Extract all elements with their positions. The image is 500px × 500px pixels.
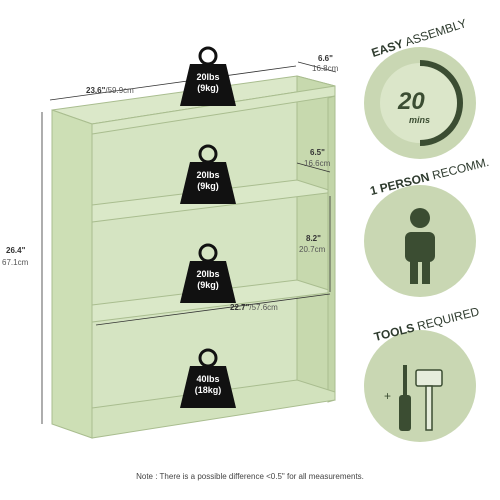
dimension-lines: [41, 61, 337, 424]
assembly-number: 20: [398, 88, 425, 116]
hammer-icon: [415, 369, 443, 431]
depth-cm: 16.8cm: [312, 64, 339, 73]
weight-icons: [180, 46, 236, 408]
shelf-depth-in: 6.5": [310, 148, 325, 157]
person-icon: [405, 208, 435, 284]
measurement-note: Note : There is a possible difference <0…: [136, 472, 364, 481]
height-metric-label: 67.1cm: [2, 258, 28, 267]
shelf-height-metric-label: 20.7cm: [299, 245, 325, 254]
height-label: 26.4": [6, 246, 25, 255]
width-cm: 59.9cm: [107, 86, 134, 95]
badges: +: [364, 47, 476, 442]
shelf-depth-line: [296, 162, 331, 173]
weight-icon: [180, 144, 236, 204]
width-in: 23.6": [86, 86, 106, 95]
inner-width-in: 22.7": [230, 303, 250, 312]
shelf-depth-metric-label: 16.6cm: [304, 159, 330, 168]
weight-kg: (9kg): [197, 83, 219, 93]
depth-in: 6.6": [318, 54, 333, 63]
height-cm: 67.1cm: [2, 258, 29, 267]
assembly-number-value: 20: [398, 88, 425, 115]
screwdriver-icon: [399, 365, 411, 431]
weight-icon: [180, 348, 236, 408]
width-label: 23.6"/59.9cm: [86, 86, 134, 95]
weight-icon: [180, 243, 236, 303]
depth-label: 6.6": [318, 54, 333, 63]
shelf-right-front: [327, 95, 336, 403]
clock-icon: [380, 63, 460, 143]
shelf-depth-label: 6.5": [310, 148, 325, 157]
weight-kg: (9kg): [197, 181, 219, 191]
weight-lbs: 40lbs: [196, 374, 220, 384]
weight-lbs: 20lbs: [196, 269, 220, 279]
shelf-left-side: [51, 109, 93, 439]
clock-progress: [419, 60, 464, 146]
shelf-bottom: [91, 379, 336, 439]
shelf-height-in: 8.2": [306, 234, 321, 243]
weight-kg: (18kg): [194, 385, 222, 395]
depth-metric-label: 16.8cm: [312, 64, 338, 73]
depth-line: [297, 61, 337, 73]
inner-width-label: 22.7"/57.6cm: [230, 303, 278, 312]
shelf-depth-cm: 16.6cm: [304, 159, 331, 168]
weight-kg: (9kg): [197, 280, 219, 290]
inner-width-cm: 57.6cm: [251, 303, 278, 312]
height-in: 26.4": [6, 246, 26, 255]
weight-lbs: 20lbs: [196, 170, 220, 180]
inner-width-line: [95, 293, 331, 326]
shelf-height-label: 8.2": [306, 234, 321, 243]
assembly-unit: mins: [409, 115, 430, 125]
weight-label: 40lbs (18kg): [185, 374, 231, 396]
weight-icon: [180, 46, 236, 106]
width-line: [49, 65, 297, 101]
shelf-height-cm: 20.7cm: [299, 245, 326, 254]
plus-icon: +: [384, 389, 391, 403]
weight-label: 20lbs (9kg): [185, 72, 231, 94]
bookshelf: [51, 75, 336, 439]
weight-label: 20lbs (9kg): [185, 269, 231, 291]
weight-lbs: 20lbs: [196, 72, 220, 82]
assembly-unit-value: mins: [409, 115, 431, 125]
weight-label: 20lbs (9kg): [185, 170, 231, 192]
